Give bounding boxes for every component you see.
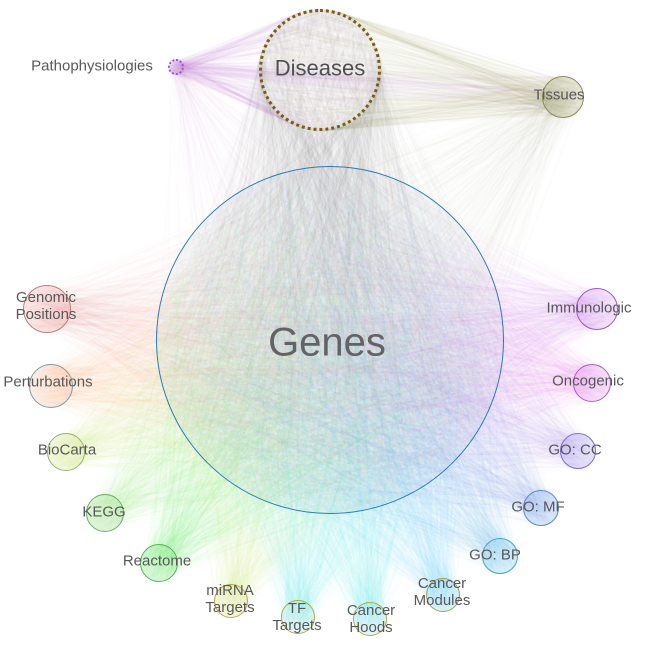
- node-go-mf[interactable]: [523, 490, 559, 526]
- node-immunologic[interactable]: [576, 288, 618, 330]
- node-cancer-modules[interactable]: [426, 578, 460, 612]
- node-go-bp[interactable]: [482, 538, 518, 574]
- node-biocarta[interactable]: [47, 433, 85, 471]
- node-reactome[interactable]: [140, 544, 178, 582]
- node-cancer-hoods[interactable]: [353, 602, 387, 636]
- node-perturbations[interactable]: [29, 364, 73, 408]
- node-tissues[interactable]: [542, 76, 584, 118]
- node-genomic-positions[interactable]: [23, 285, 71, 333]
- node-genes[interactable]: [156, 166, 504, 514]
- node-oncogenic[interactable]: [573, 364, 611, 402]
- node-pathophysiologies[interactable]: [168, 59, 184, 75]
- node-tf-targets[interactable]: [281, 600, 315, 634]
- node-kegg[interactable]: [86, 494, 124, 532]
- node-mirna-targets[interactable]: [214, 584, 248, 618]
- node-go-cc[interactable]: [560, 433, 596, 469]
- node-diseases[interactable]: [259, 9, 381, 131]
